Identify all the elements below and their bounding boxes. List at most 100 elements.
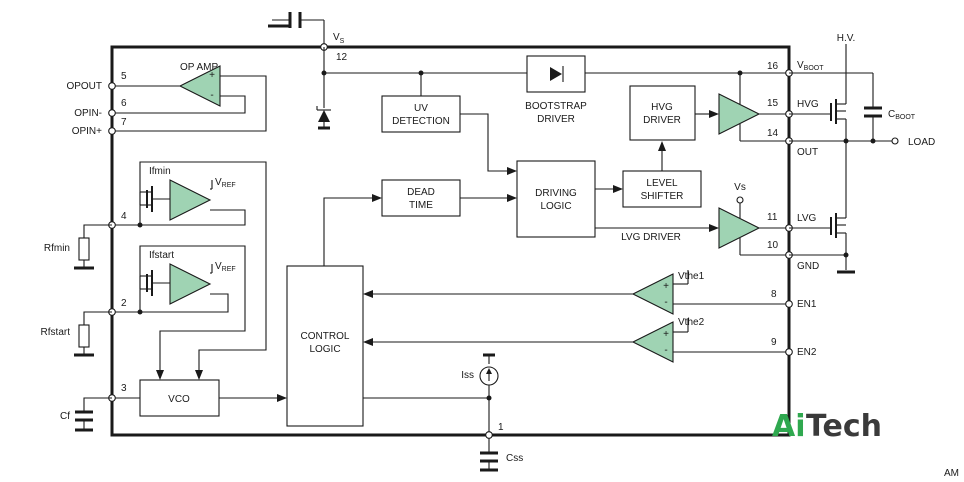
vs-label: VS <box>333 32 345 45</box>
opout-pin <box>108 82 116 90</box>
opout-label: OPOUT <box>66 81 102 92</box>
hv-label: H.V. <box>837 33 856 44</box>
opin-minus-pin <box>108 109 116 117</box>
ifstart-mosfet <box>139 270 170 296</box>
vs-supply-capacitor <box>268 12 325 47</box>
en2-plus-sign: + <box>663 329 669 340</box>
aitech-logo: Ai Tech <box>772 409 882 444</box>
ic-outline <box>110 45 791 437</box>
vboot-label: VBOOT <box>797 60 824 72</box>
opout-pin-number: 5 <box>121 71 127 82</box>
hvg-label: HVG <box>797 99 819 110</box>
vco-label: VCO <box>168 394 190 405</box>
vboot-pin-number: 16 <box>767 61 779 72</box>
ifmin-vref-label: VREF <box>215 177 236 189</box>
en2-comparator <box>631 321 674 363</box>
en1-label: EN1 <box>797 299 817 310</box>
vs-pin-number: 12 <box>336 52 348 63</box>
opin-minus-label: OPIN- <box>74 108 102 119</box>
uv-detection-block <box>381 95 461 133</box>
opin-plus-label: OPIN+ <box>72 126 102 137</box>
gnd-pin-number: 10 <box>767 240 779 251</box>
control-logic-label-1: CONTROL <box>301 331 350 342</box>
bootstrap-diode-icon <box>550 67 562 81</box>
cf-label: Cf <box>60 411 70 422</box>
op-amp-symbol <box>178 65 221 107</box>
rfstart-label: Rfstart <box>41 327 71 338</box>
hvg-driver-block <box>629 85 696 141</box>
en1-pin-number: 8 <box>771 289 777 300</box>
cboot-capacitor <box>789 72 882 141</box>
hvg-pin-number: 15 <box>767 98 779 109</box>
iss-label: Iss <box>461 370 474 381</box>
ifstart-vref-label: VREF <box>215 261 236 273</box>
rfstart-resistor <box>74 311 112 357</box>
opin-minus-pin-number: 6 <box>121 98 127 109</box>
en2-label: EN2 <box>797 347 817 358</box>
hvg-driver-label-2: DRIVER <box>643 115 681 126</box>
cf-pin-number: 3 <box>121 383 127 394</box>
rfmin-resistor <box>74 224 112 270</box>
opin-plus-pin <box>108 127 116 135</box>
bootstrap-driver-label-2: DRIVER <box>537 114 575 125</box>
rfmin-label: Rfmin <box>44 243 70 254</box>
lvg-buffer-amplifier <box>718 207 761 249</box>
logo-part-tech: Tech <box>806 409 882 444</box>
en2-pin-number: 9 <box>771 337 777 348</box>
cboot-label: CBOOT <box>888 109 916 121</box>
ifmin-amplifier <box>169 179 212 221</box>
cf-capacitor <box>75 397 112 432</box>
ifstart-label: Ifstart <box>149 250 174 261</box>
css-pin-number: 1 <box>498 422 504 433</box>
lvg-driver-label: LVG DRIVER <box>621 232 681 243</box>
uv-detection-label-2: DETECTION <box>392 116 450 127</box>
en1-pin <box>785 300 793 308</box>
css-label: Css <box>506 453 523 464</box>
rfmin-pin-number: 4 <box>121 211 127 222</box>
dead-time-label-1: DEAD <box>407 187 435 198</box>
en2-minus-sign: - <box>664 345 667 356</box>
css-pin <box>485 431 493 439</box>
opin-plus-pin-number: 7 <box>121 117 127 128</box>
out-pin-number: 14 <box>767 128 779 139</box>
lvg-pin-number: 11 <box>767 212 778 223</box>
vthe2-label: Vthe2 <box>678 317 705 328</box>
ifmin-mosfet <box>139 186 170 212</box>
load-terminal <box>891 137 899 145</box>
load-label: LOAD <box>908 137 935 148</box>
op-amp-label: OP AMP <box>180 62 218 73</box>
control-logic-label-2: LOGIC <box>309 344 340 355</box>
lvg-label: LVG <box>797 213 816 224</box>
low-side-mosfet <box>789 141 855 274</box>
dead-time-label-2: TIME <box>409 200 433 211</box>
high-side-mosfet <box>789 44 847 141</box>
uv-detection-label-1: UV <box>414 103 428 114</box>
driving-logic-block <box>516 160 596 238</box>
en2-pin <box>785 348 793 356</box>
out-label: OUT <box>797 147 818 158</box>
hvg-buffer-amplifier <box>718 93 761 135</box>
en1-minus-sign: - <box>664 297 667 308</box>
level-shifter-label-2: SHIFTER <box>641 191 684 202</box>
en1-comparator <box>631 273 674 315</box>
logo-part-ai: Ai <box>772 409 806 444</box>
vthe1-label: Vthe1 <box>678 271 705 282</box>
css-capacitor <box>480 438 498 472</box>
hvg-driver-label-1: HVG <box>651 102 673 113</box>
ifstart-amplifier <box>169 263 212 305</box>
en1-plus-sign: + <box>663 281 669 292</box>
level-shifter-block <box>622 170 702 208</box>
level-shifter-label-1: LEVEL <box>646 178 678 189</box>
gnd-label: GND <box>797 261 819 272</box>
bootstrap-driver-label-1: BOOTSTRAP <box>525 101 587 112</box>
rfstart-pin-number: 2 <box>121 298 127 309</box>
op-amp-minus-sign: - <box>210 90 213 101</box>
corner-label: AM <box>944 468 959 479</box>
vs-small-label: Vs <box>734 182 746 193</box>
driving-logic-label-1: DRIVING <box>535 188 577 199</box>
iss-current-source <box>479 353 499 435</box>
vco-block <box>139 379 220 417</box>
control-logic-block <box>286 265 364 427</box>
op-amp-plus-sign: + <box>209 70 215 81</box>
